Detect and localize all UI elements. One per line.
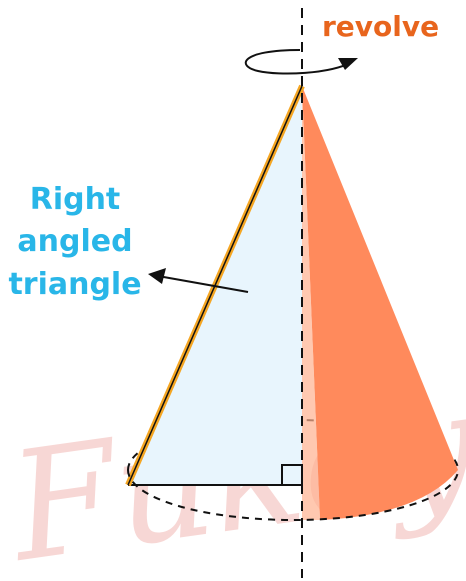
triangle-label-line2: angled [17,224,132,259]
cone-shade [302,86,320,520]
revolve-label: revolve [322,10,439,43]
pointer-arrow-icon [148,268,249,293]
base-ellipse-front [127,469,459,521]
triangle-label-line1: Right [30,182,121,217]
triangle-label-line3: triangle [8,267,141,302]
circular-rotation-arrow-icon [245,49,358,75]
cone-revolved-surface [302,86,458,520]
